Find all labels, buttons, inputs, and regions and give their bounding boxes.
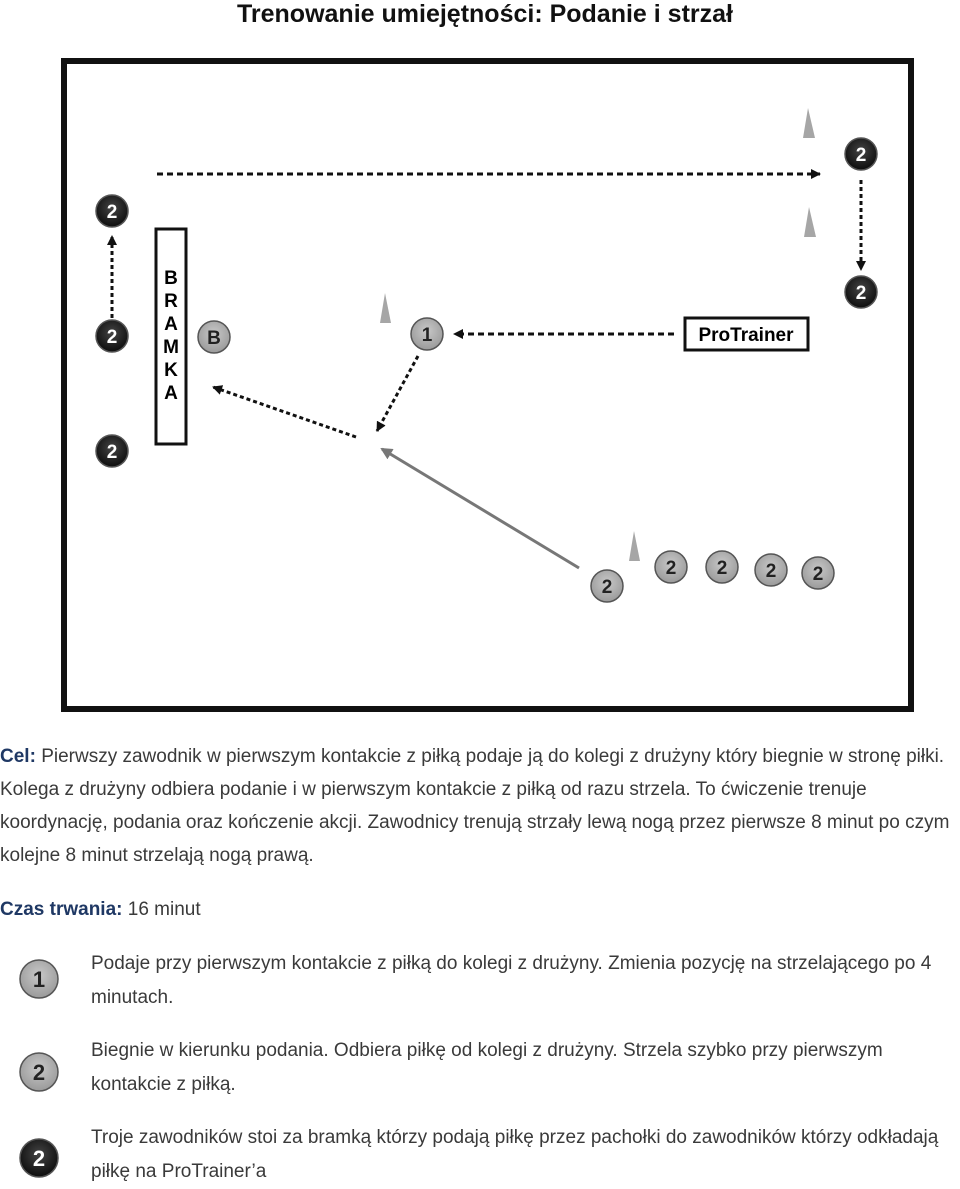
svg-text:2: 2 <box>717 558 728 579</box>
cone-icon <box>629 531 640 561</box>
field-border <box>61 58 914 712</box>
duration-label: Czas trwania: <box>0 899 123 920</box>
legend-player-2-gray-icon: 2 <box>19 1052 59 1092</box>
svg-text:2: 2 <box>766 561 777 582</box>
svg-text:2: 2 <box>856 145 867 166</box>
legend-item-1-text: Podaje przy pierwszym kontakcie z piłką … <box>91 953 932 1008</box>
player-2-gray-icon: 2 <box>654 550 688 584</box>
duration: Czas trwania: 16 minut <box>0 893 201 926</box>
player-2-dark-icon: 2 <box>95 319 129 353</box>
protrainer-label: ProTrainer <box>698 325 794 346</box>
drill-diagram: B R A M K A ProTrainer 2 2 2 2 2 <box>61 58 914 712</box>
player-2-dark-icon: 2 <box>95 194 129 228</box>
goal-letter: R <box>164 291 178 312</box>
svg-text:B: B <box>207 328 221 349</box>
description-text: Pierwszy zawodnik w pierwszym kontakcie … <box>0 746 950 866</box>
ball-icon: B <box>197 320 231 354</box>
description-label: Cel: <box>0 746 36 767</box>
svg-text:2: 2 <box>107 327 118 348</box>
arrow-player-run <box>380 447 580 570</box>
player-2-dark-icon: 2 <box>95 434 129 468</box>
svg-text:2: 2 <box>33 1146 45 1171</box>
goal-letter: K <box>164 360 178 381</box>
goal-letter: A <box>164 383 178 404</box>
player-2-dark-icon: 2 <box>844 275 878 309</box>
svg-text:2: 2 <box>602 577 613 598</box>
svg-text:2: 2 <box>107 442 118 463</box>
legend-player-1-icon: 1 <box>19 959 59 999</box>
cone-icon <box>380 293 391 323</box>
protrainer-box: ProTrainer <box>683 316 810 352</box>
player-2-dark-icon: 2 <box>844 137 878 171</box>
legend-player-2-dark-icon: 2 <box>19 1138 59 1178</box>
arrow-shot <box>212 385 357 439</box>
player-2-gray-icon: 2 <box>754 553 788 587</box>
goal: B R A M K A <box>154 227 188 446</box>
player-2-gray-icon: 2 <box>705 550 739 584</box>
cone-icon <box>804 207 816 237</box>
svg-text:1: 1 <box>33 967 45 992</box>
svg-text:2: 2 <box>107 202 118 223</box>
player-2-gray-icon: 2 <box>801 556 835 590</box>
player-2-gray-icon: 2 <box>590 569 624 603</box>
page-title: Trenowanie umiejętności: Podanie i strza… <box>237 0 733 28</box>
goal-letter: A <box>164 314 178 335</box>
player-1-icon: 1 <box>410 317 444 351</box>
goal-letter: M <box>163 337 179 358</box>
svg-text:2: 2 <box>856 283 867 304</box>
goal-letter: B <box>164 268 178 289</box>
legend-item-2-text: Biegnie w kierunku podania. Odbiera piłk… <box>91 1040 883 1095</box>
arrow-player1-pass <box>375 355 420 432</box>
svg-text:2: 2 <box>813 564 824 585</box>
description: Cel: Pierwszy zawodnik w pierwszym konta… <box>0 740 955 872</box>
cone-icon <box>803 108 815 138</box>
svg-text:1: 1 <box>422 325 433 346</box>
legend-item-3-text: Troje zawodników stoi za bramką którzy p… <box>91 1127 939 1182</box>
svg-text:2: 2 <box>33 1060 45 1085</box>
svg-text:2: 2 <box>666 558 677 579</box>
duration-value: 16 minut <box>127 899 201 920</box>
